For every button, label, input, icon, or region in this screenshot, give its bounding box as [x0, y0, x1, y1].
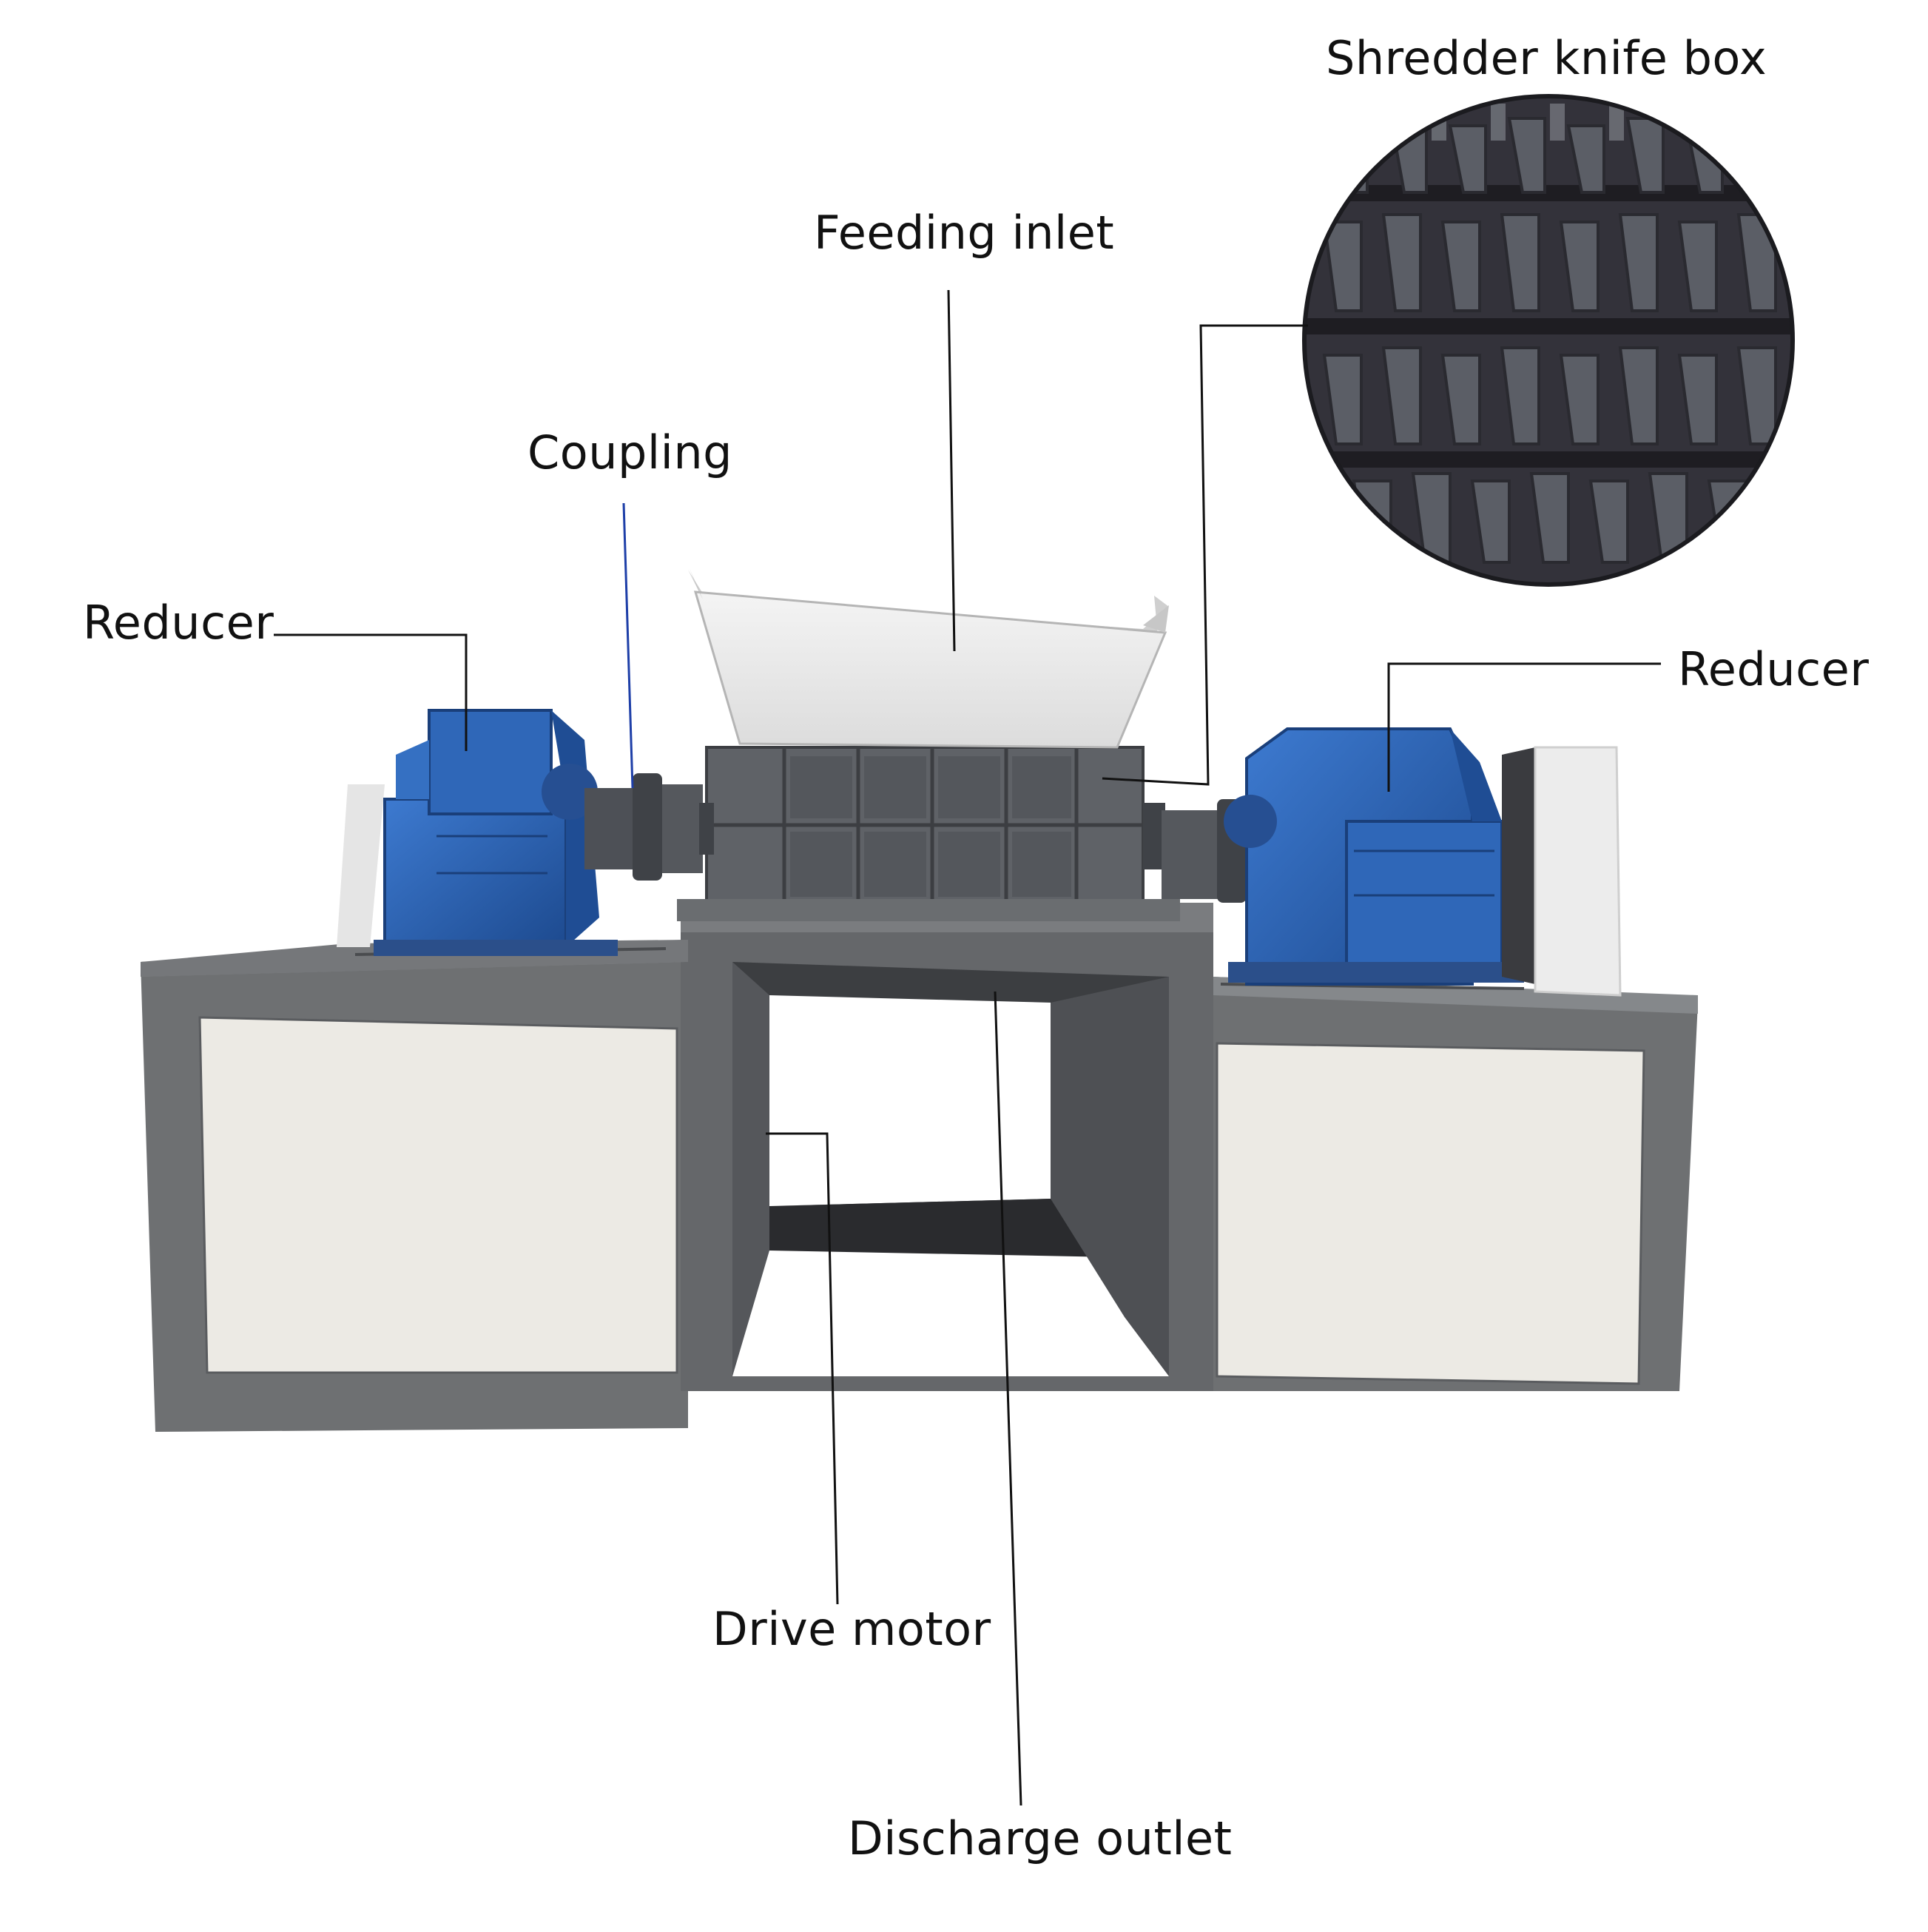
left-reducer	[337, 709, 618, 956]
base-frame	[141, 903, 1698, 1432]
hopper	[688, 568, 1169, 749]
label-reducer-left: Reducer	[83, 596, 274, 650]
knife-box-inset	[1302, 94, 1795, 587]
callout-drive-motor	[766, 1132, 839, 1605]
callout-discharge-outlet	[994, 991, 1022, 1806]
cutter-box	[677, 746, 1180, 921]
callout-reducer-right	[1387, 662, 1661, 792]
callout-lines	[274, 289, 1661, 1806]
left-coupling	[584, 773, 714, 881]
label-coupling: Coupling	[527, 425, 732, 479]
label-reducer-right: Reducer	[1678, 642, 1870, 696]
callout-coupling	[622, 502, 634, 789]
label-shredder-knife-box: Shredder knife box	[1326, 31, 1767, 85]
callout-reducer-left	[274, 633, 468, 751]
callout-knife-box	[1102, 324, 1308, 786]
right-reducer	[1224, 727, 1622, 997]
callout-feeding-inlet	[947, 289, 956, 652]
label-discharge-outlet: Discharge outlet	[848, 1811, 1233, 1865]
label-feeding-inlet: Feeding inlet	[814, 206, 1115, 260]
label-drive-motor: Drive motor	[712, 1602, 991, 1656]
